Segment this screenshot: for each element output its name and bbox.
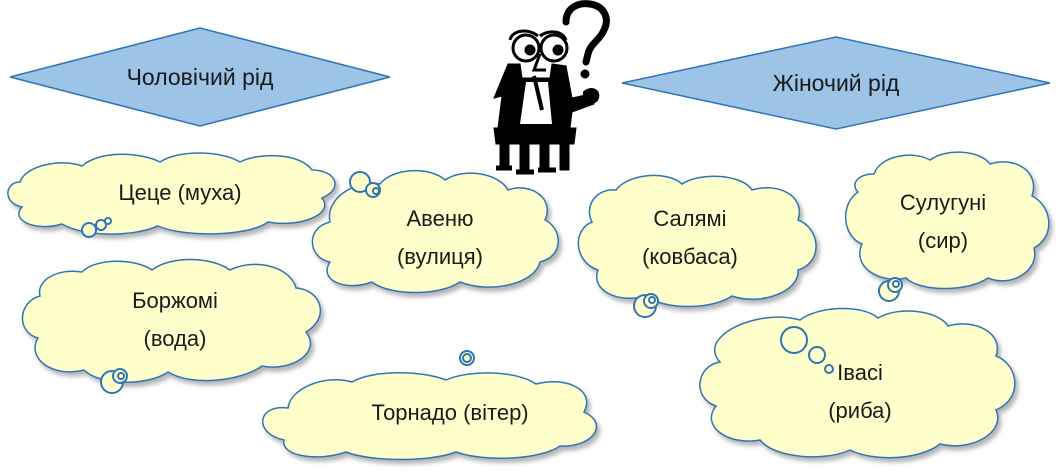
cloud-salami-line2: (ковбаса) <box>642 244 738 269</box>
cloud-borjomi-line1: Боржомі <box>132 288 218 313</box>
cloud-tsetse-label: Цеце (муха) <box>118 180 242 205</box>
cloud-avenue <box>311 169 559 294</box>
cloud-tornado <box>262 372 598 461</box>
cloud-suluguni-line1: Сулугуні <box>899 190 987 215</box>
cloud-ivasi-line1: Івасі <box>837 360 883 385</box>
feminine-label: Жіночий рід <box>772 70 900 96</box>
cloud-ivasi <box>699 307 1016 459</box>
masculine-label: Чоловічий рід <box>126 64 274 90</box>
cloud-avenue-line2: (вулиця) <box>396 244 483 269</box>
bubbles-suluguni <box>878 277 903 302</box>
cloud-salami-line1: Салямі <box>653 206 727 231</box>
cloud-avenue-line1: Авеню <box>406 206 474 231</box>
thinking-figure <box>493 0 610 175</box>
cloud-salami <box>577 174 817 308</box>
feminine-diamond <box>621 36 1051 130</box>
cloud-suluguni-label: Сулугуні (сир) <box>868 184 1018 260</box>
bubbles-borjomi <box>100 368 128 394</box>
question-mark-icon <box>562 0 610 66</box>
cloud-avenue-label: Авеню (вулиця) <box>360 200 520 276</box>
cloud-tsetse <box>7 152 336 235</box>
cloud-suluguni-line2: (сир) <box>917 228 969 253</box>
bubbles-ivasi <box>780 326 834 374</box>
bubbles-tsetse <box>81 217 112 238</box>
cloud-ivasi-line2: (риба) <box>828 398 892 423</box>
bubbles-avenue <box>349 171 381 198</box>
bubbles-salami <box>633 293 659 318</box>
cloud-suluguni <box>844 151 1050 290</box>
cloud-salami-label: Салямі (ковбаса) <box>610 200 770 276</box>
masculine-diamond <box>9 27 391 127</box>
cloud-borjomi-label: Боржомі (вода) <box>95 282 255 358</box>
cloud-ivasi-label: Івасі (риба) <box>790 354 930 430</box>
cloud-tornado-label: Торнадо (вітер) <box>371 400 529 425</box>
cloud-borjomi <box>21 258 322 383</box>
cloud-borjomi-line2: (вода) <box>143 326 207 351</box>
bubbles-tornado <box>459 350 475 366</box>
